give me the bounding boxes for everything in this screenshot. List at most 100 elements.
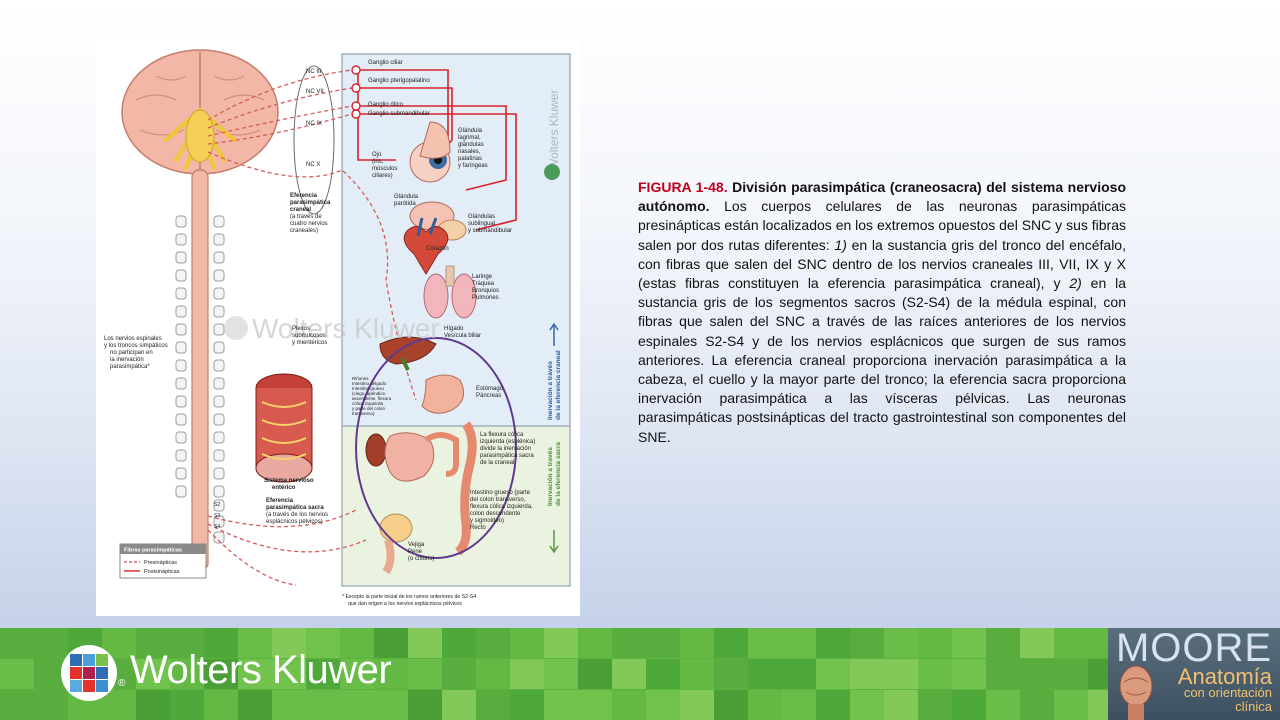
ojo-label-3: músculos (372, 166, 397, 172)
vejiga-label-2: Pene (408, 549, 423, 555)
sublingual-label-1: Glándulas (468, 214, 495, 220)
anatomy-face-icon (1119, 665, 1153, 720)
footer-tile (1054, 690, 1088, 720)
footer-tile (272, 628, 306, 658)
laringe-label-2: Tráquea (472, 281, 495, 287)
footer-tile (918, 628, 952, 658)
footer-tile (34, 690, 68, 720)
footer-tile (680, 659, 714, 689)
footer-tile (612, 690, 646, 720)
rinones-label-8: transverso) (352, 411, 375, 416)
rinones-label-5: ascendente, flexura (352, 396, 392, 401)
footer-tile (680, 628, 714, 658)
nc7-label: NC VII (306, 89, 324, 95)
footer-tile (306, 628, 340, 658)
ig-label-4: colon descendente (470, 511, 521, 517)
footer-tile (340, 690, 374, 720)
footer-tile (850, 628, 884, 658)
footer-tile (476, 659, 510, 689)
sne-label-2: entérico (272, 485, 296, 491)
footer-tile (340, 659, 374, 689)
parasympathetic-diagram: Wolters Kluwer Wolters Kluwer Inervación… (104, 49, 571, 607)
laringe-label-3: Bronquios (472, 288, 499, 294)
moore-subtitle-2: con orientación clínica (1184, 686, 1272, 714)
ig-label-3: flexura cólica izquierda, (470, 504, 533, 510)
laringe-label-4: Pulmones (472, 295, 499, 301)
footer-tile (918, 690, 952, 720)
legend: Fibras parasimpáticas Presinápticas Post… (119, 543, 207, 579)
s4-label: S4 (214, 524, 220, 530)
footer-tile (544, 690, 578, 720)
footer-tile (884, 659, 918, 689)
moore-book-badge: MOORE Anatomía con orientación clínica (1108, 628, 1280, 720)
nervios-label-5: parasimpática* (110, 364, 150, 370)
footer-tile (646, 690, 680, 720)
footer-tile (510, 628, 544, 658)
wolters-kluwer-logo-icon (61, 645, 117, 701)
footer-tile (952, 628, 986, 658)
footer-tile (714, 659, 748, 689)
eferencia-craneal-label-5: cuatro nervios (290, 221, 328, 227)
footer-tile (578, 659, 612, 689)
footer-tile (136, 659, 170, 689)
legend-pre-label: Presinápticas (144, 560, 177, 566)
ganglia (351, 65, 361, 119)
footer-tile (0, 690, 34, 720)
eferencia-craneal-label-6: craneales) (290, 228, 318, 234)
spinal-cord (191, 169, 209, 571)
sublingual-label-2: sublingual (468, 221, 495, 227)
nervios-label-4: la inervación (110, 357, 144, 363)
ig-label-1: Intestino grueso (parte (470, 490, 531, 496)
nervios-label-2: y los troncos simpáticos (104, 343, 168, 349)
footer-tile (408, 628, 442, 658)
flexura-label-1: La flexura cólica (480, 432, 524, 438)
footer-tile (170, 628, 204, 658)
footer-tile (986, 659, 1020, 689)
eferencia-craneal-label-4: (a través de (290, 214, 322, 220)
footer-tile (714, 690, 748, 720)
caption-body-3: en la sustancia gris de los segmentos sa… (638, 275, 1127, 445)
parotida-label-1: Glándula (394, 194, 419, 200)
footer-tile (136, 690, 170, 720)
caption-body-1: Los cuerpos celulares de las neuronas pa… (638, 198, 1126, 253)
ojo-label-4: ciliares) (372, 173, 393, 179)
rinones-label-6: cólica izquierda (352, 401, 384, 406)
footer-tile (952, 659, 986, 689)
footer-tile (476, 690, 510, 720)
footer-tile (884, 690, 918, 720)
footer-tile (986, 628, 1020, 658)
footer-bar: ® Wolters Kluwer MOORE Anatomía con orie… (0, 628, 1280, 720)
sacral-innervation-label-2: de la eferencia sacra (555, 442, 562, 506)
footer-tile (442, 659, 476, 689)
flexura-label-5: de la craneal (480, 460, 514, 466)
ganglio-otico-label: Ganglio ótico (368, 102, 404, 108)
figure-watermark: Wolters Kluwer (252, 313, 440, 344)
footer-tile (238, 628, 272, 658)
sacra-label-1: Eferencia (266, 498, 294, 504)
footer-brand-name: Wolters Kluwer (130, 648, 392, 692)
moore-subtitle-line-2: clínica (1235, 699, 1272, 714)
footer-tile (816, 690, 850, 720)
enteric-boundary (355, 337, 517, 559)
rinones-label-7: y parte del colon (352, 406, 386, 411)
s3-label: S3 (214, 513, 220, 519)
glandula-label-6: y faríngeas (458, 163, 488, 169)
footer-tile (272, 659, 306, 689)
legend-title: Fibras parasimpáticas (124, 548, 182, 554)
anatomy-figure: Wolters Kluwer Wolters Kluwer Inervación… (96, 40, 580, 616)
footer-tile (544, 659, 578, 689)
caption-figure-title: División parasimpática (craneosacra) del… (638, 179, 1126, 215)
sacra-label-3: (a través de los nervios (266, 512, 328, 518)
footer-tile (170, 659, 204, 689)
footer-tile (544, 628, 578, 658)
footnote-line-1: * Excepto la parte inicial de los ramos … (342, 594, 476, 600)
footer-tile (986, 690, 1020, 720)
footer-tile (374, 628, 408, 658)
higado-label-1: Hígado (444, 326, 464, 332)
footer-tile (272, 690, 306, 720)
caption-body-2: en la sustancia gris del tronco del encé… (638, 236, 1126, 292)
footer-tile (918, 659, 952, 689)
footer-tile (1020, 690, 1054, 720)
plexos-label-1: Plexos (292, 326, 310, 332)
footer-tile (816, 659, 850, 689)
